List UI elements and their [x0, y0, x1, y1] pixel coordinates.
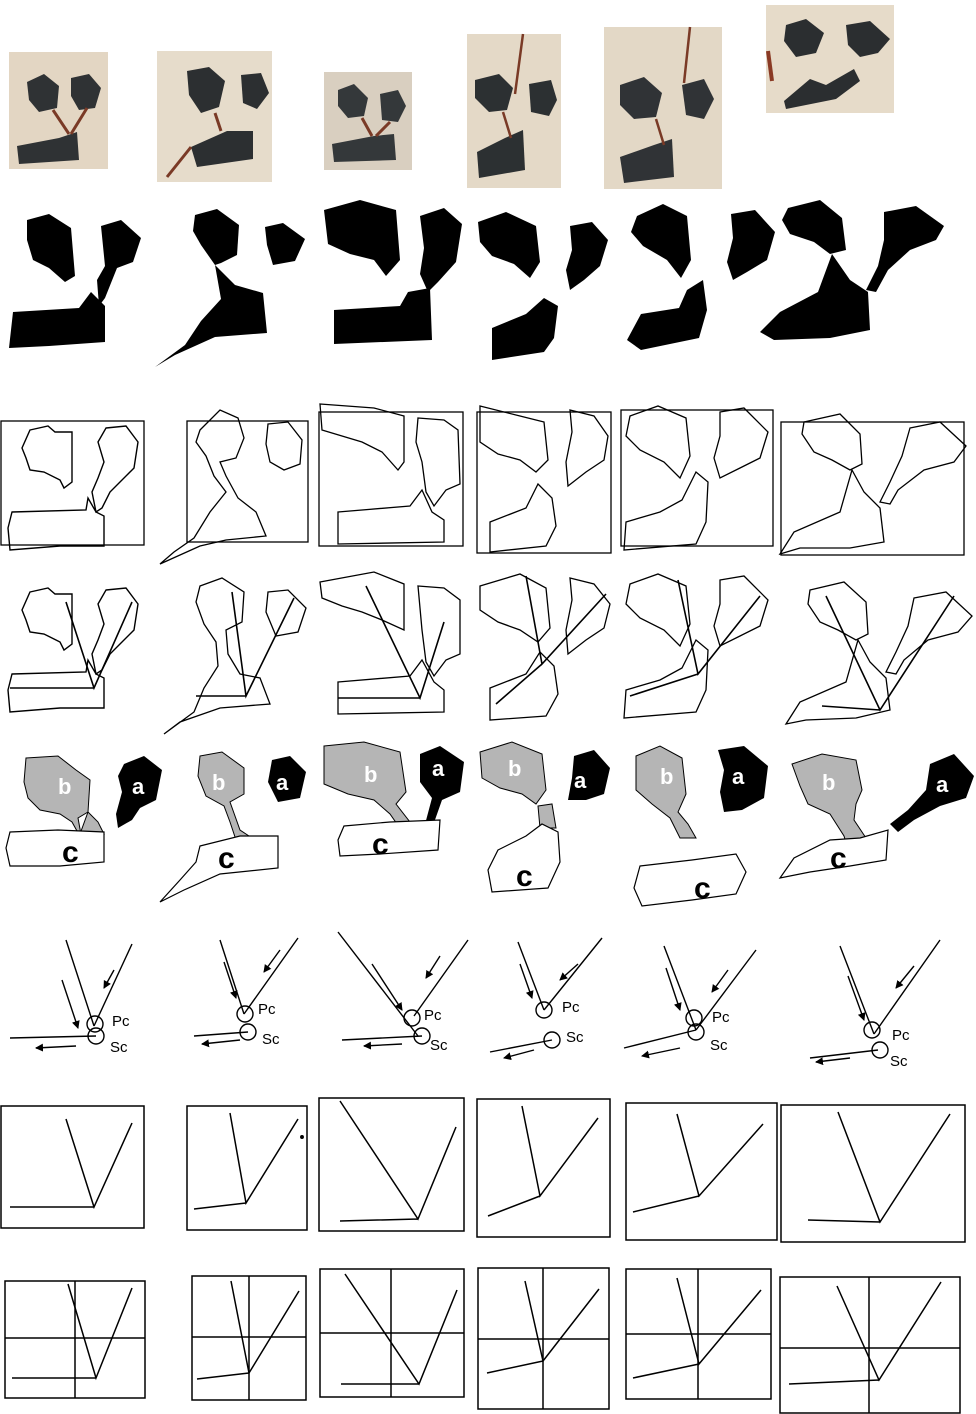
- sc-label: Sc: [110, 1039, 128, 1056]
- contour-bbox-2: [160, 410, 308, 564]
- segment-set-5: b a c: [634, 746, 768, 906]
- contour-skel-4: [480, 574, 610, 720]
- sc-label: Sc: [566, 1029, 584, 1046]
- pc-label: Pc: [258, 1001, 276, 1018]
- contour-bbox-4: [477, 406, 611, 553]
- row-manuscript-scans: [9, 5, 894, 189]
- scan-6: [766, 5, 894, 113]
- segment-a-label: a: [574, 768, 587, 793]
- segment-c-shape: [6, 830, 104, 866]
- scan-3: [324, 72, 412, 170]
- segment-b-shape: [636, 746, 696, 838]
- skel-bbox-4: [477, 1099, 610, 1237]
- pc-label: Pc: [562, 999, 580, 1016]
- segment-a-label: a: [732, 764, 745, 789]
- scan-5: [604, 27, 722, 189]
- skel-bbox-2: [187, 1106, 307, 1230]
- segment-a-label: a: [276, 770, 289, 795]
- contour-bbox-1: [1, 421, 144, 550]
- skel-grid-6: [780, 1277, 960, 1413]
- contour-skel-2: [164, 578, 306, 734]
- sc-label: Sc: [710, 1037, 728, 1054]
- skel-bbox-6: [781, 1105, 965, 1242]
- segment-c-label: c: [830, 842, 847, 875]
- pc-label: Pc: [112, 1013, 130, 1030]
- pc-label: Pc: [712, 1009, 730, 1026]
- contour-bbox-3: [319, 404, 463, 546]
- segment-b-label: b: [660, 764, 673, 789]
- segment-b-label: b: [508, 756, 521, 781]
- contour-skel-3: [320, 572, 460, 714]
- segment-b-shape: [198, 752, 252, 840]
- contour-skel-1: [8, 588, 138, 712]
- sc-label: Sc: [262, 1031, 280, 1048]
- segment-b-label: b: [822, 770, 835, 795]
- row-contour-skeleton: [8, 572, 972, 734]
- skel-grid-5: [626, 1269, 771, 1399]
- sc-label: Sc: [430, 1037, 448, 1054]
- pc-label: Pc: [424, 1007, 442, 1024]
- binary-4: [478, 212, 608, 360]
- segment-b-shape: [324, 742, 424, 834]
- pc-marker: [404, 1010, 420, 1026]
- row-contour-bbox: [1, 404, 966, 564]
- binary-3: [324, 200, 462, 344]
- vector-set-6: Pc Sc: [810, 940, 940, 1070]
- skel-grid-2: [192, 1276, 306, 1400]
- skel-grid-1: [5, 1281, 145, 1398]
- skel-bbox-3: [319, 1098, 464, 1231]
- segment-c-shape: [634, 854, 746, 906]
- segment-set-4: b a c: [480, 742, 610, 893]
- segment-b-label: b: [212, 770, 225, 795]
- vector-set-3: Pc Sc: [338, 932, 468, 1054]
- segment-c-shape: [338, 820, 440, 856]
- segment-c-label: c: [218, 842, 235, 875]
- skel-bbox-1: [1, 1106, 144, 1228]
- skel-bbox-5: [626, 1103, 777, 1240]
- skel-grid-4: [478, 1268, 609, 1409]
- scan-4: [467, 34, 561, 188]
- segment-c-label: c: [694, 872, 711, 905]
- segment-a-label: a: [936, 772, 949, 797]
- pc-label: Pc: [892, 1027, 910, 1044]
- binary-5: [627, 204, 775, 350]
- segment-set-2: b a c: [160, 752, 306, 902]
- segment-b-label: b: [364, 762, 377, 787]
- segment-c-label: c: [372, 828, 389, 861]
- segment-set-6: b a c: [780, 754, 974, 878]
- binary-6: [760, 200, 944, 340]
- row-segmented: b a c b a c b a c b a: [6, 742, 974, 906]
- contour-bbox-6: [780, 414, 966, 555]
- segment-c-label: c: [62, 836, 79, 869]
- sc-label: Sc: [890, 1053, 908, 1070]
- pc-marker: [237, 1006, 253, 1022]
- contour-bbox-5: [621, 406, 773, 550]
- row-skeleton-grid: [5, 1268, 960, 1413]
- scan-2: [157, 51, 272, 182]
- row-binarized: [9, 200, 944, 367]
- segment-set-3: b a c: [324, 742, 464, 861]
- contour-skel-6: [786, 582, 972, 724]
- vector-set-1: Pc Sc: [10, 940, 132, 1056]
- vector-set-4: Pc Sc: [490, 938, 602, 1058]
- binary-1: [9, 214, 141, 348]
- segment-a-label: a: [132, 774, 145, 799]
- segment-set-1: b a c: [6, 756, 162, 869]
- skel-grid-3: [320, 1269, 464, 1397]
- segment-a-label: a: [432, 756, 445, 781]
- binary-2: [155, 209, 305, 367]
- vector-set-2: Pc Sc: [194, 938, 298, 1048]
- contour-skel-5: [624, 574, 768, 718]
- segment-a-shape: [890, 754, 974, 832]
- vector-set-5: Pc Sc: [624, 946, 756, 1056]
- segment-c-label: c: [516, 860, 533, 893]
- scan-1: [9, 52, 108, 169]
- segment-b-label: b: [58, 774, 71, 799]
- segment-b-shape: [24, 756, 90, 840]
- row-stroke-vectors: Pc Sc Pc Sc Pc Sc: [10, 932, 940, 1070]
- row-skeleton-bbox: [1, 1098, 965, 1242]
